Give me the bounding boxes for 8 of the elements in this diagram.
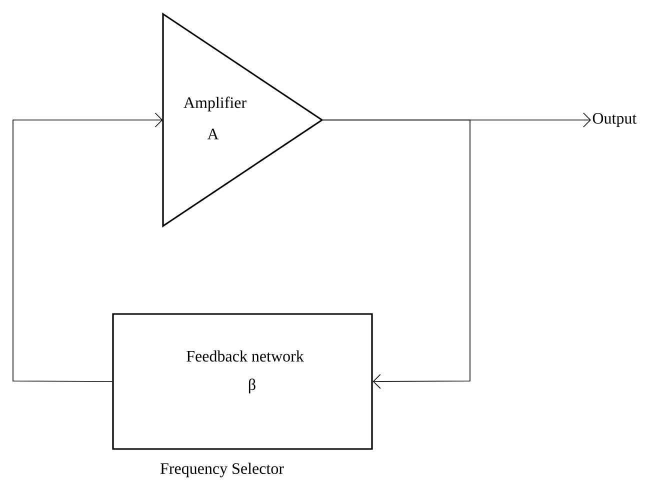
symbol-label: β [248,378,256,394]
block-label: Amplifier [184,96,246,112]
arrow [12,112,163,382]
output-label: Output [592,113,637,127]
symbol-label: A [207,128,219,140]
caption-label: Frequency Selector [160,462,284,478]
arrow [322,120,470,389]
block-label: Feedback network [186,350,304,362]
